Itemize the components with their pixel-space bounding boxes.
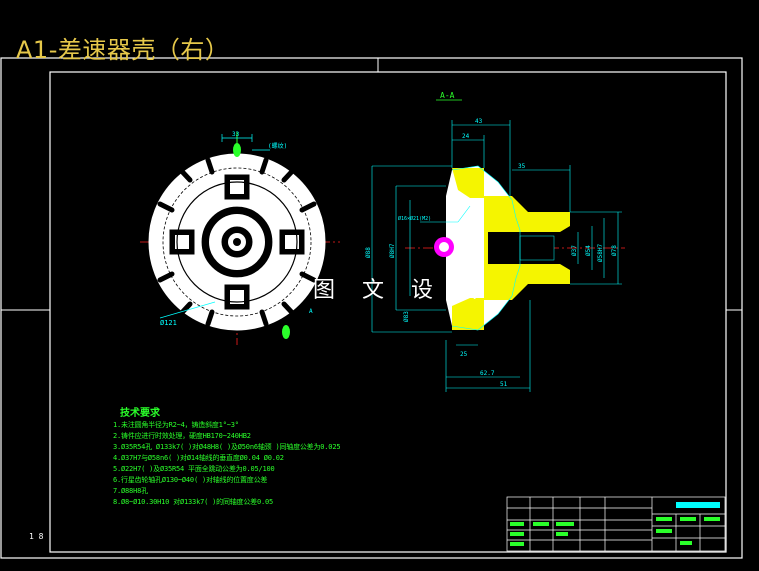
tech-requirement-line: 6.行星齿轮轴孔Ø130~Ø40( )对轴线的位置度公差: [113, 476, 268, 484]
dim-24: 24: [462, 133, 470, 140]
dim-dia54: Ø54: [585, 245, 592, 256]
dim-dia58h7: Ø58H7: [597, 244, 604, 262]
section-label: A-A: [440, 91, 455, 100]
dim-dia88: Ø88: [365, 247, 372, 258]
drawing-title: A1-差速器壳（右）: [16, 36, 230, 64]
dim-25: 25: [460, 351, 468, 358]
tech-requirement-line: 7.Ø88H8孔: [113, 487, 148, 495]
leader-note: Ø16×Ø21(M2): [398, 215, 431, 222]
tech-requirement-line: 1.未注圆角半径为R2~4，铸造斜度1°~3°: [113, 421, 239, 429]
dim-dia37: Ø37: [571, 245, 578, 256]
dim-dia83: Ø83: [403, 311, 410, 322]
dim-35: 35: [518, 163, 526, 170]
tech-requirement-line: 4.Ø37H7与Ø58n6( )对Ø14轴线的垂直度Ø0.04 Ø0.02: [113, 454, 284, 462]
tech-requirement-line: 5.Ø22H7( )及Ø35R54 平面全跳动公差为0.05/100: [113, 465, 275, 473]
section-view: A-A: [365, 91, 625, 392]
svg-text:A: A: [309, 308, 313, 315]
dim-dia8h7: Ø8H7: [389, 243, 396, 258]
front-view: 33 (螺纹) Ø121 A: [140, 131, 340, 345]
inner-frame: [49, 71, 727, 553]
tech-requirement-line: 3.Ø35R54孔 Ø133k7( )对Ø48H8( )及Ø50n6轴颈 )同轴…: [113, 443, 341, 451]
outer-frame: [0, 57, 743, 559]
front-dim-33: 33: [232, 131, 240, 138]
dim-62-7: 62.7: [480, 370, 495, 377]
tech-requirement-line: 2.铸件应进行时效处理，硬度HB170~240HB2: [113, 432, 251, 440]
tech-requirements-title: 技术要求: [120, 408, 160, 419]
front-dim-thread: (螺纹): [268, 142, 287, 150]
tech-requirement-line: 8.Ø8~Ø10.30H10 对Ø133k7( )的同轴度公差0.05: [113, 498, 274, 506]
dim-51: 51: [500, 381, 508, 388]
title-block: [506, 496, 726, 552]
dim-dia78: Ø78: [611, 245, 618, 256]
dim-43: 43: [475, 118, 483, 125]
corner-mark: 1 8: [29, 532, 44, 541]
watermark-text: 图 文 设 计: [313, 278, 492, 303]
front-dim-dia121: Ø121: [160, 319, 177, 327]
